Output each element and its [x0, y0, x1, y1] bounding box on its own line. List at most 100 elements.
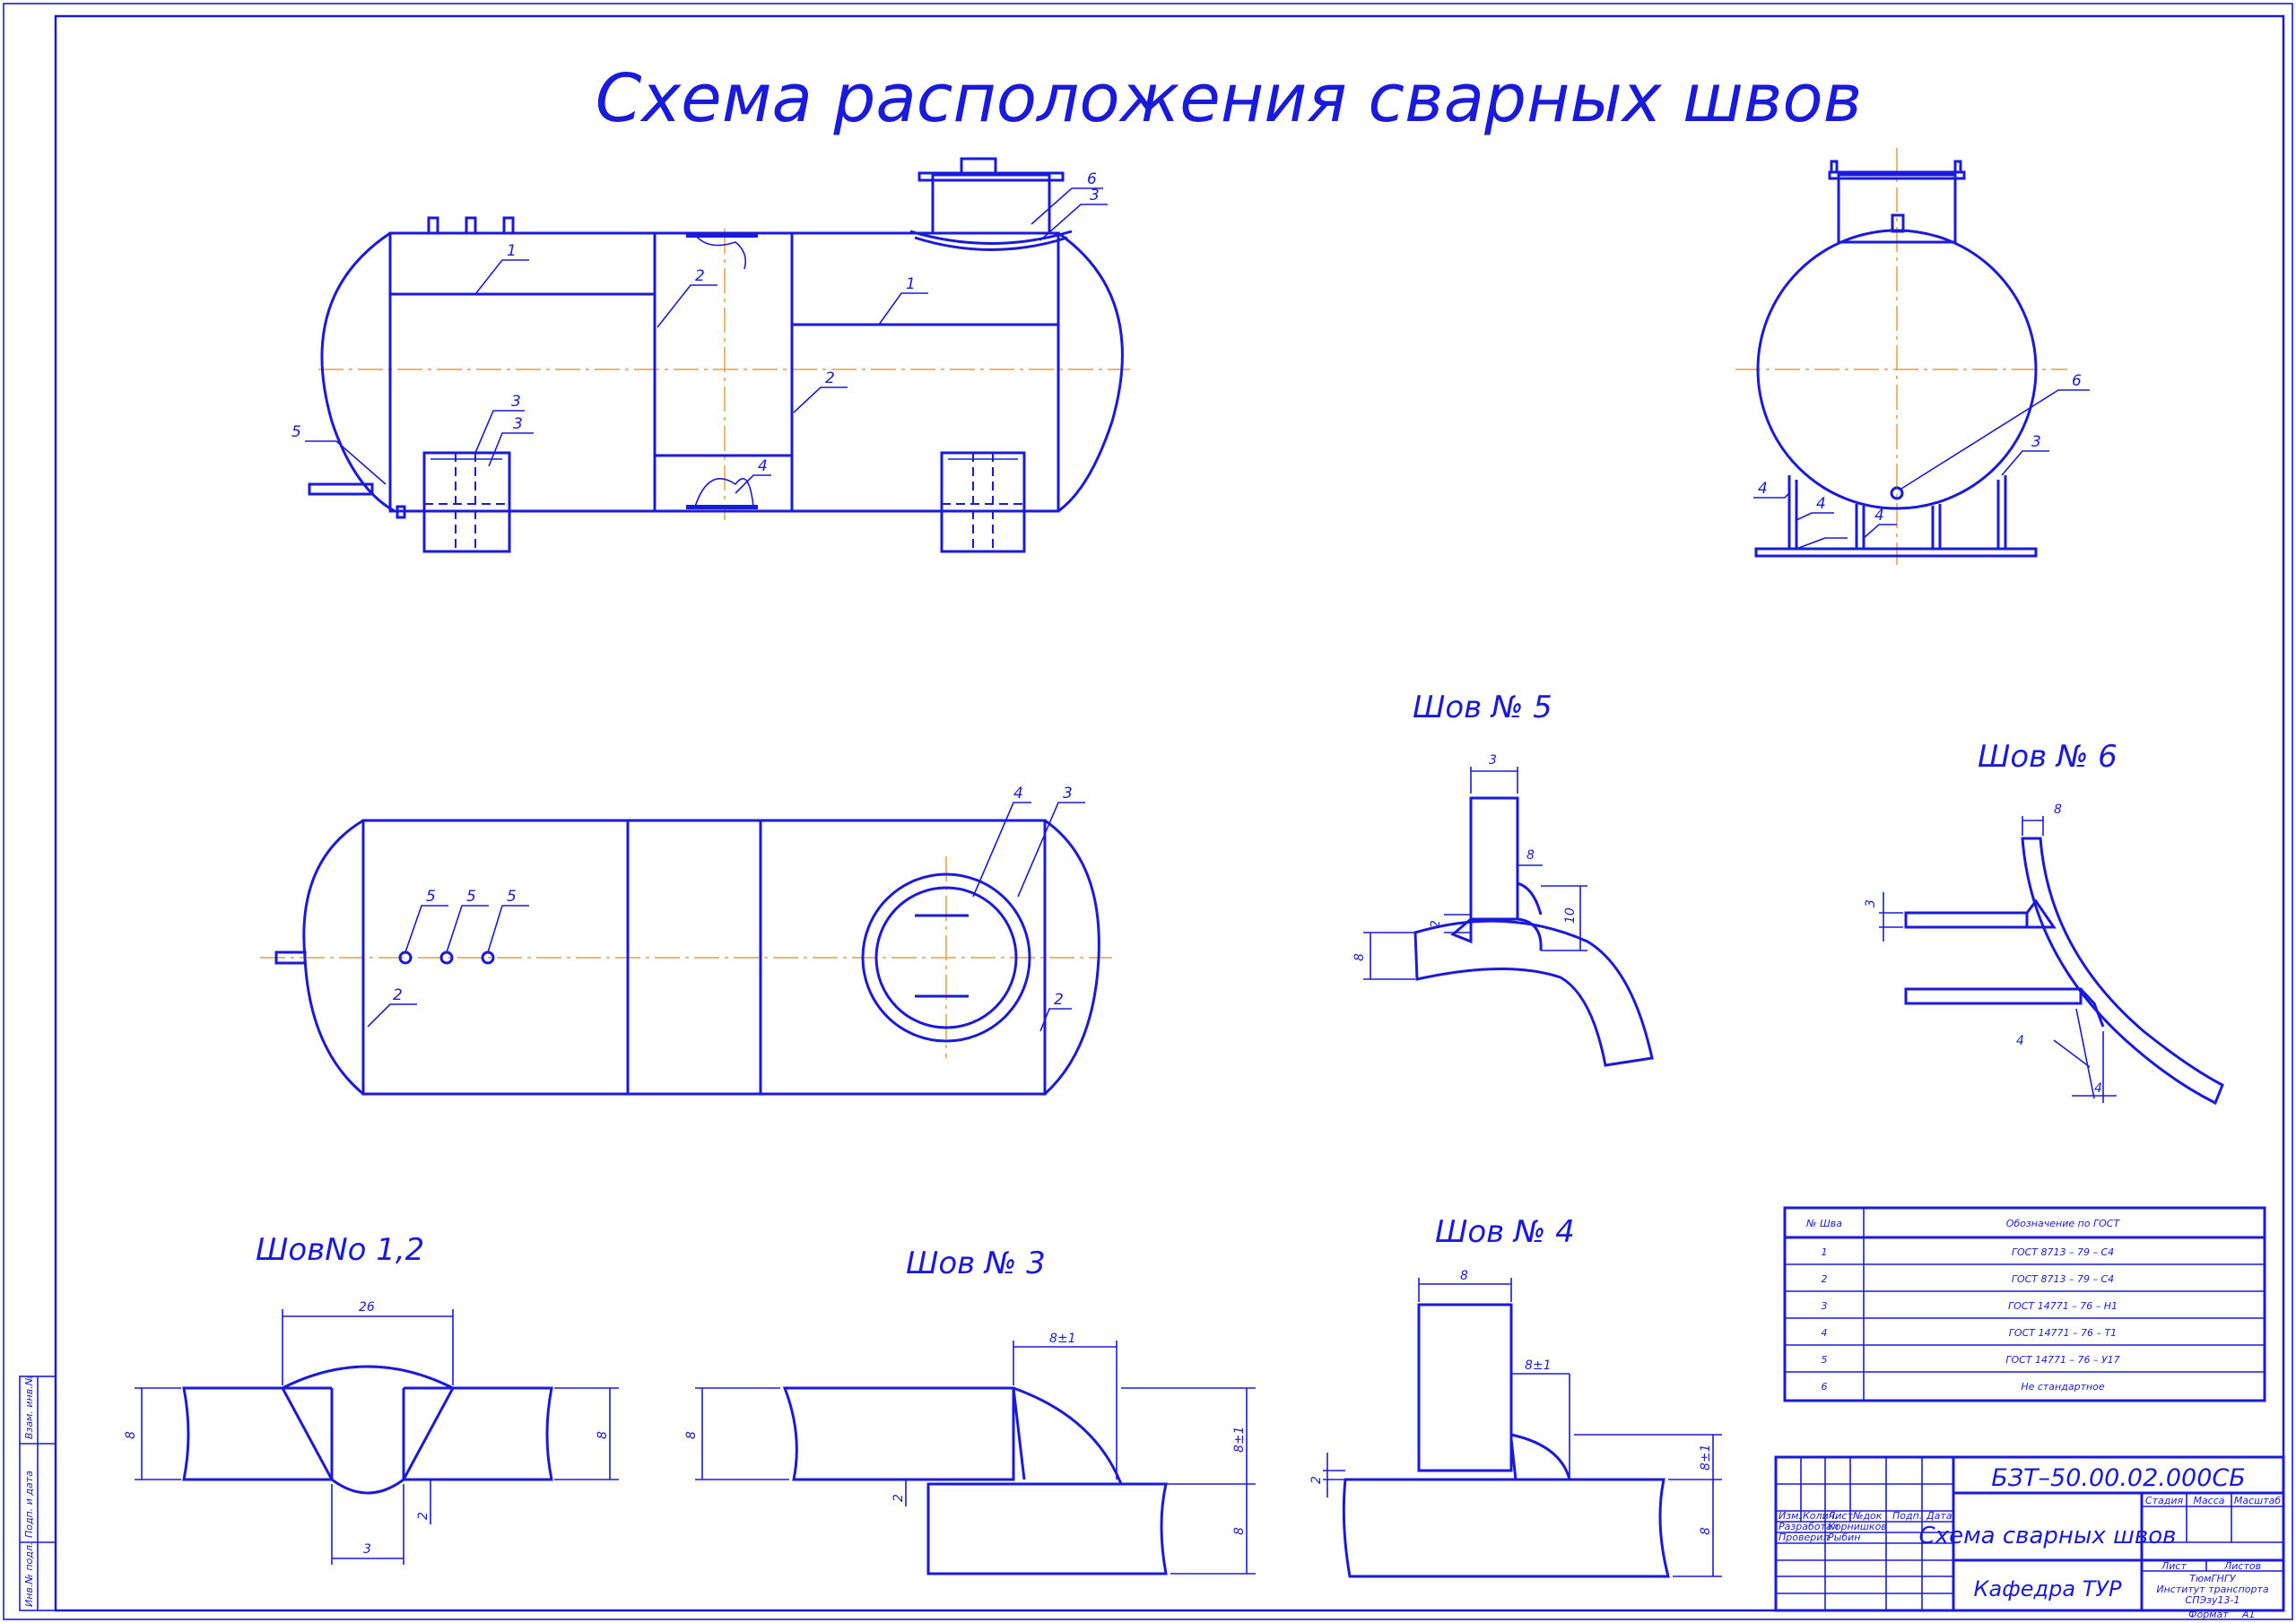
s3-dim-8: 8 — [684, 1431, 699, 1439]
inner-frame — [54, 14, 2285, 1612]
callout-front-5: 5 — [291, 423, 301, 441]
s4-dim-2: 2 — [1309, 1476, 1324, 1484]
callout-side-4: 4 — [1758, 480, 1768, 498]
seam-3-detail: Шов № 3 8±1 8 8±1 2 8 — [684, 1245, 1256, 1575]
seam-table-row-gost: ГОСТ 14771 – 76 – Н1 — [2008, 1300, 2118, 1312]
tb-org-2: Институт транспорта — [2156, 1584, 2269, 1595]
callout-top-5b: 5 — [466, 888, 476, 906]
tb-scale: Масштаб — [2234, 1495, 2281, 1506]
tb-sheets: Листов — [2223, 1560, 2261, 1572]
callout-top-4: 4 — [1013, 785, 1023, 803]
s12-dim-3: 3 — [363, 1542, 371, 1557]
callout-front-6: 6 — [1087, 170, 1097, 188]
s4-dim-8: 8 — [1460, 1269, 1468, 1283]
seam-table-header-gost: Обозначение по ГОСТ — [2006, 1218, 2121, 1229]
seam-5-title: Шов № 5 — [1413, 690, 1552, 725]
seam-5-detail: Шов № 5 3 8 10 2 8 — [1352, 690, 1654, 1067]
tb-stage: Стадия — [2145, 1495, 2184, 1506]
stamp-inv: Инв.№ подл. — [23, 1542, 35, 1607]
callout-side-6: 6 — [2072, 372, 2082, 390]
tb-col-list: Лист — [1827, 1510, 1853, 1522]
seam-6-detail: Шов № 6 8 3 4 4 — [1864, 739, 2224, 1106]
callout-side-4b: 4 — [1816, 495, 1826, 513]
s3-dim-8pm1: 8±1 — [1049, 1332, 1076, 1346]
seam-table-row-gost: ГОСТ 14771 – 76 – У17 — [2005, 1354, 2119, 1366]
tb-format-value: A1 — [2241, 1609, 2256, 1620]
tb-col-doc: №док — [1852, 1510, 1883, 1522]
callout-side-3: 3 — [2031, 433, 2041, 451]
callout-front-4: 4 — [758, 457, 768, 475]
seam-table-row-gost: Не стандартное — [2021, 1381, 2105, 1393]
s3-dim-8pm1b: 8±1 — [1232, 1426, 1247, 1453]
s5-dim-8b: 8 — [1352, 953, 1367, 961]
s4-dim-8pm1: 8±1 — [1525, 1358, 1552, 1373]
front-view: 1 2 1 2 3 3 5 6 3 4 — [291, 157, 1130, 553]
tb-org-3: СПЭзу13-1 — [2186, 1594, 2240, 1606]
callout-top-2: 2 — [393, 986, 403, 1004]
tb-col-data: Дата — [1926, 1510, 1952, 1522]
tb-col-kol: Колич. — [1803, 1510, 1838, 1522]
callout-front-3b: 3 — [513, 415, 523, 433]
seam-table-row-gost: ГОСТ 8713 – 79 – С4 — [2012, 1273, 2114, 1285]
s3-dim-8b: 8 — [1232, 1527, 1247, 1535]
side-view: 6 3 4 4 4 — [1735, 148, 2090, 565]
seam-table-row-gost: ГОСТ 8713 – 79 – С4 — [2012, 1246, 2114, 1258]
s12-dim-26: 26 — [359, 1300, 375, 1315]
callout-front-3c: 3 — [1090, 187, 1100, 204]
seam-table-row-no: 2 — [1822, 1273, 1828, 1285]
s12-dim-8: 8 — [124, 1431, 138, 1439]
stamp-sign: Подп. и дата — [23, 1471, 35, 1538]
tb-department: Кафедра ТУР — [1974, 1576, 2122, 1601]
callout-front-1: 1 — [507, 242, 517, 260]
s12-dim-8b: 8 — [596, 1431, 610, 1439]
tb-name-developer: Корнишков — [1828, 1521, 1887, 1532]
tb-name-checker: Рыбин — [1828, 1532, 1860, 1543]
callout-side-4c: 4 — [1874, 507, 1884, 525]
tb-role-developer: Разработал — [1779, 1521, 1839, 1532]
seam-table-row-no: 6 — [1822, 1381, 1828, 1393]
tb-org-1: ТюмГНГУ — [2189, 1573, 2237, 1584]
s5-dim-2: 2 — [1429, 920, 1443, 928]
tb-role-checker: Проверил — [1779, 1532, 1829, 1543]
callout-front-1b: 1 — [906, 275, 916, 293]
tb-sheet: Лист — [2161, 1560, 2187, 1572]
callout-top-5: 5 — [426, 888, 436, 906]
callout-front-2b: 2 — [825, 369, 835, 387]
s6-dim-3: 3 — [1864, 899, 1878, 907]
tb-format-label: Формат — [2188, 1609, 2229, 1620]
s5-dim-3: 3 — [1489, 753, 1497, 768]
tb-drawing-code: БЗТ–50.00.02.000СБ — [1991, 1464, 2246, 1492]
seam-table-row-no: 3 — [1822, 1300, 1828, 1312]
stamp-replace: Взам. инв.№ — [23, 1376, 35, 1439]
tb-mass: Масса — [2193, 1495, 2224, 1506]
s5-dim-10: 10 — [1563, 907, 1578, 924]
seam-1-2-detail: ШовNo 1,2 26 8 8 3 2 — [124, 1232, 619, 1565]
seam-6-title: Шов № 6 — [1978, 739, 2118, 775]
s12-dim-2: 2 — [416, 1512, 430, 1520]
seam-table-row-no: 4 — [1822, 1327, 1828, 1339]
tb-drawing-name: Схема сварных швов — [1919, 1523, 2177, 1549]
s6-dim-8: 8 — [2054, 803, 2062, 817]
seam-table-row-gost: ГОСТ 14771 – 76 – Т1 — [2009, 1327, 2117, 1339]
seam-table: № Шва Обозначение по ГОСТ 1 ГОСТ 8713 – … — [1783, 1206, 2266, 1402]
callout-front-2: 2 — [695, 267, 705, 285]
top-view: 5 5 5 4 3 2 2 — [260, 785, 1112, 1096]
s6-dim-4b: 4 — [2094, 1081, 2102, 1096]
side-stamp: Инв.№ подл. Подп. и дата Взам. инв.№ — [19, 1376, 57, 1611]
drawing-title: Схема расположения сварных швов — [596, 60, 1863, 137]
s4-dim-8b: 8 — [1699, 1527, 1713, 1535]
seam-table-row-no: 1 — [1822, 1246, 1828, 1258]
tb-col-izm: Изм. — [1779, 1510, 1802, 1522]
seam-1-2-title: ШовNo 1,2 — [256, 1232, 424, 1268]
seam-table-header-no: № Шва — [1805, 1218, 1842, 1229]
callout-top-3: 3 — [1063, 785, 1073, 803]
s6-dim-4: 4 — [2016, 1034, 2024, 1048]
callout-top-2b: 2 — [1054, 991, 1064, 1009]
s5-dim-8: 8 — [1526, 848, 1535, 863]
outer-frame — [3, 3, 2293, 1620]
seam-4-title: Шов № 4 — [1435, 1214, 1575, 1250]
seam-4-detail: Шов № 4 8 8±1 8±1 2 8 — [1309, 1214, 1722, 1578]
tb-col-podp: Подп. — [1892, 1510, 1922, 1522]
s3-dim-2: 2 — [891, 1494, 906, 1502]
